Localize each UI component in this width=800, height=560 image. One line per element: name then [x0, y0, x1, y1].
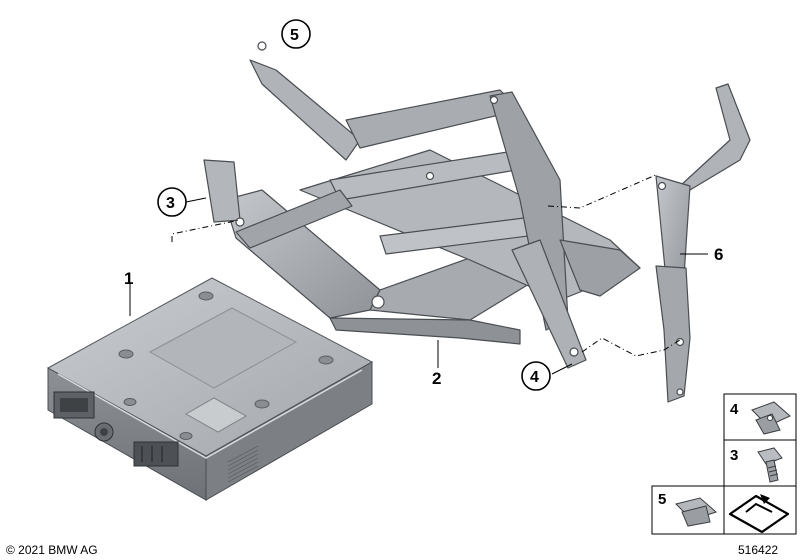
callout-leaders [129, 197, 708, 375]
diagram-number: 516422 [738, 543, 778, 557]
legend-row-4: 4 [730, 401, 791, 435]
svg-text:6: 6 [714, 245, 723, 264]
control-unit-part-1 [46, 277, 374, 501]
svg-text:4: 4 [530, 369, 539, 386]
copyright-text: © 2021 BMW AG [6, 543, 98, 557]
spring-clip-icon [675, 497, 717, 527]
kit-symbol-icon [728, 494, 790, 534]
callout-2: 2 [432, 369, 441, 388]
side-bracket-part-6 [655, 83, 751, 403]
svg-text:3: 3 [730, 447, 738, 464]
legend-row-5: 5 [658, 491, 717, 527]
callout-3-circle: 3 [157, 187, 187, 217]
callout-4-circle: 4 [521, 361, 551, 391]
connector-block [53, 391, 179, 467]
mounting-holes [235, 41, 579, 357]
assembly-lines [171, 173, 681, 357]
svg-text:4: 4 [730, 401, 739, 418]
screw-heads [118, 291, 334, 440]
svg-text:1: 1 [124, 269, 133, 288]
callout-5-circle: 5 [281, 19, 311, 49]
svg-text:5: 5 [290, 27, 299, 44]
svg-text:5: 5 [658, 491, 666, 508]
clip-nut-icon [751, 401, 791, 435]
legend-row-3: 3 [730, 447, 783, 483]
svg-text:2: 2 [432, 369, 441, 388]
bolt-icon [757, 447, 783, 483]
vent-grid [227, 445, 259, 483]
callout-1: 1 [124, 269, 133, 288]
legend-panel: 4 3 5 [651, 393, 797, 535]
callout-6: 6 [714, 245, 723, 264]
main-bracket-part-2 [203, 41, 641, 369]
svg-text:3: 3 [166, 195, 175, 212]
